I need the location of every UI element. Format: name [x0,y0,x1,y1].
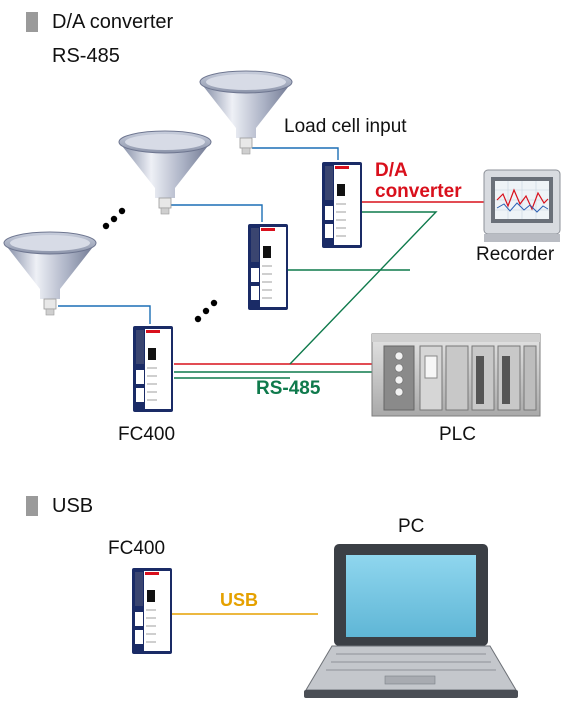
pc-laptop [304,544,518,698]
section-marker-da [26,12,38,32]
fc400-module-2 [247,223,289,311]
ellipsis-dots-2 [194,299,218,323]
plc-label: PLC [439,424,476,445]
section-title-usb: USB [52,495,94,517]
usb-label: USB [220,590,259,610]
rs485-lines [174,211,438,379]
fc400-module-1 [321,161,363,249]
fc400-module-usb [131,567,173,655]
pc-label: PC [398,516,425,537]
fc400-top-label: FC400 [118,424,176,445]
fc400-bottom-label: FC400 [108,538,166,559]
recorder-device [483,169,561,242]
load-cell-input-label: Load cell input [284,116,407,137]
hopper-3 [3,231,97,316]
recorder-label: Recorder [476,244,555,265]
rs485-label: RS-485 [256,378,321,399]
fc400-module-3 [132,325,174,413]
section-title-da: D/A converter [52,11,174,33]
section-subtitle-rs485: RS-485 [52,45,120,67]
da-converter-label-line1: D/A [375,160,408,181]
loadcell-lines [58,147,339,324]
da-converter-label-line2: converter [375,181,462,202]
da-lines [174,201,484,365]
ellipsis-dots-1 [102,207,126,230]
hopper-2 [118,130,212,215]
plc-device [371,333,541,417]
hopper-1 [199,70,293,155]
section-marker-usb [26,496,38,516]
